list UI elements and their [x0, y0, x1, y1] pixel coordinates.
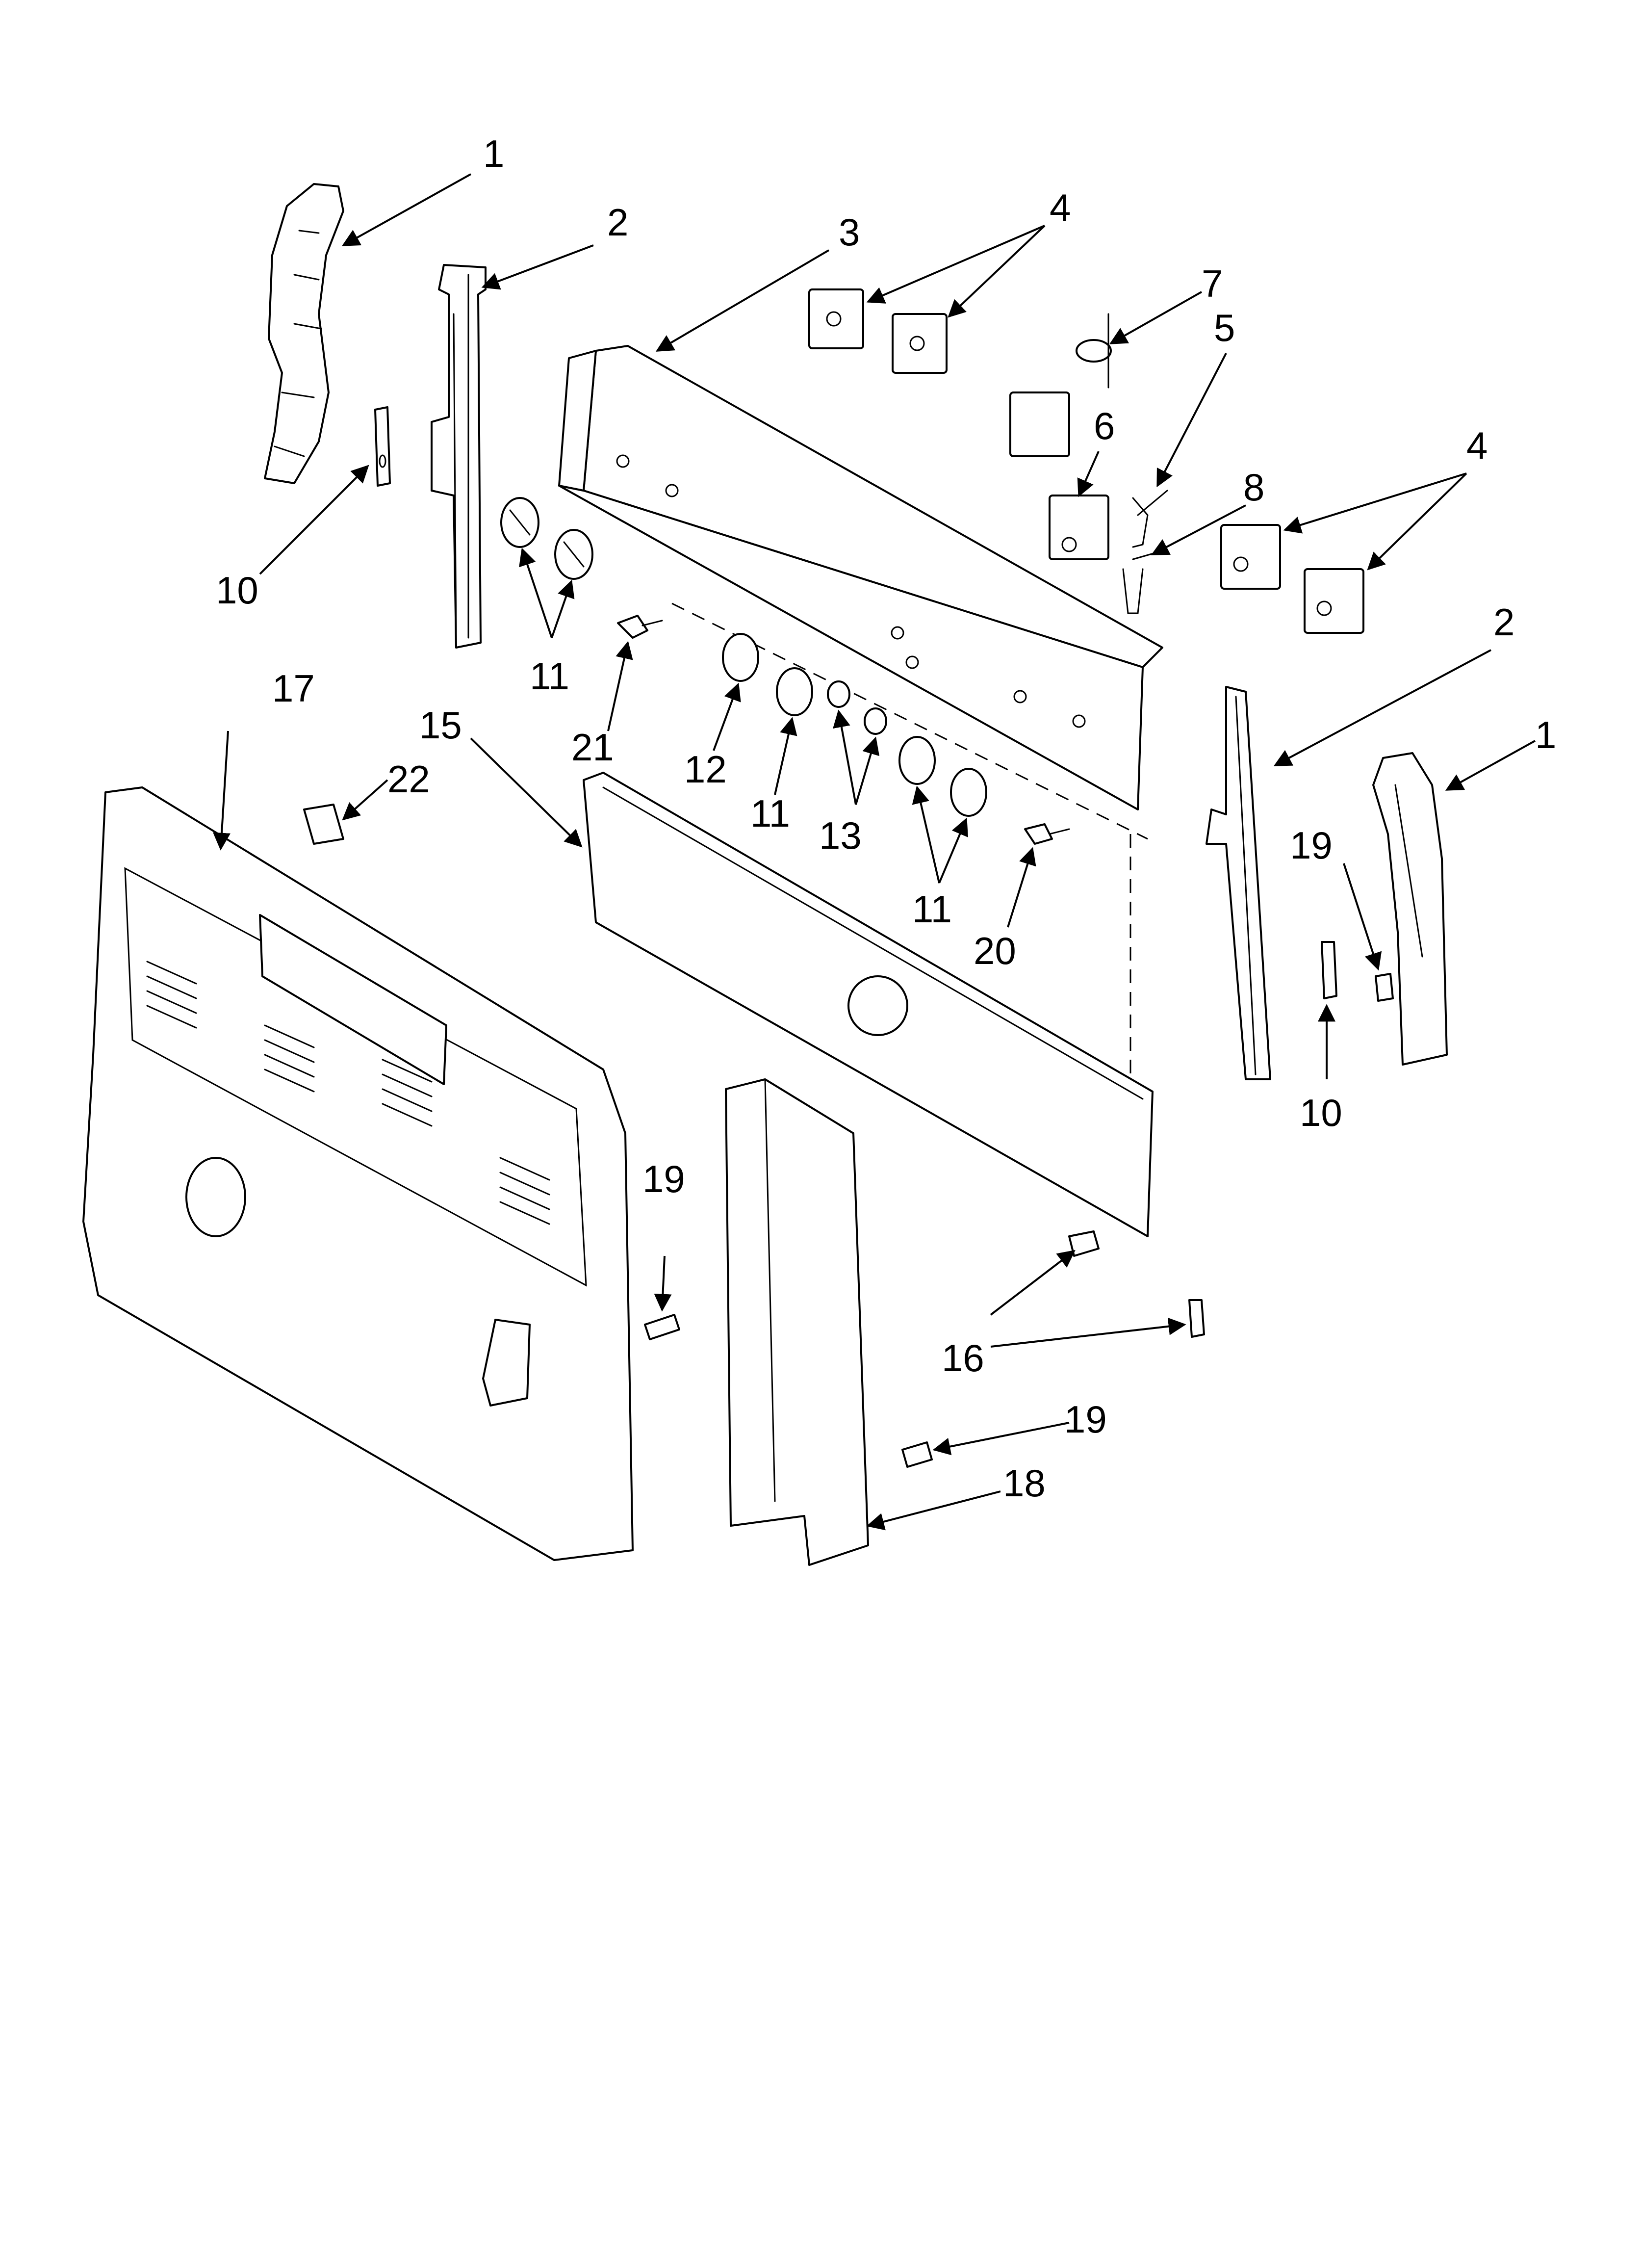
screw-16-a: [1068, 1230, 1100, 1257]
wire-harness-5: [1132, 490, 1168, 548]
clip-right: [1321, 941, 1337, 999]
callout-19a: 19: [1290, 824, 1333, 867]
callout-19c: 19: [1064, 1398, 1107, 1441]
callout-11b: 11: [750, 792, 790, 835]
button-13-b: [864, 707, 887, 735]
knob-11-c: [776, 667, 813, 716]
callout-3: 3: [839, 210, 860, 254]
callout-6: 6: [1094, 404, 1115, 447]
end-bracket-left: [431, 264, 487, 649]
switch-upper-left: [808, 288, 864, 349]
switch-6: [1049, 495, 1109, 560]
screw-21: [617, 615, 663, 639]
callout-16: 16: [942, 1336, 984, 1380]
side-trim-right: [1372, 752, 1448, 1066]
callout-4b: 4: [1466, 424, 1488, 467]
callout-labels: 1 2 3 4 7 5 6 8 4 10 11 2 1 17 15 22 21 …: [216, 132, 1556, 1505]
callout-11c: 11: [912, 887, 952, 931]
control-panel: [558, 345, 1163, 840]
callout-10: 10: [216, 569, 258, 612]
switch-lower-left: [1220, 524, 1281, 590]
callout-7: 7: [1202, 262, 1223, 305]
callout-12: 12: [684, 748, 727, 791]
end-bracket-right: [1206, 686, 1271, 1080]
channel-18: [725, 1078, 869, 1566]
switch-upper-right: [892, 313, 948, 374]
callout-2: 2: [607, 201, 628, 244]
callout-19b: 19: [642, 1157, 685, 1200]
wire-harness-8: [1122, 548, 1168, 614]
screw-19-mid: [644, 1314, 680, 1340]
callout-18: 18: [1003, 1461, 1046, 1505]
callout-17: 17: [272, 667, 315, 710]
callout-5: 5: [1214, 306, 1235, 349]
side-trim-left: [264, 183, 344, 484]
knob-11-a: [500, 497, 539, 548]
screw-20: [1024, 823, 1070, 845]
screw-19-right: [1375, 973, 1394, 1002]
screw-16-b: [1188, 1299, 1205, 1338]
knob-12: [722, 633, 759, 682]
knob-11-b: [554, 529, 593, 580]
callout-1: 1: [483, 132, 504, 175]
callout-21: 21: [571, 726, 614, 769]
callout-22: 22: [387, 757, 430, 801]
clip-left: [374, 406, 391, 487]
callout-10b: 10: [1300, 1091, 1342, 1134]
callout-13: 13: [819, 814, 862, 857]
switch-middle: [1009, 391, 1070, 457]
switch-lower-right: [1304, 568, 1364, 634]
callout-15: 15: [419, 704, 462, 747]
screw-19-lower: [901, 1441, 933, 1468]
callout-2b: 2: [1493, 600, 1514, 644]
knob-11-e: [950, 768, 987, 817]
leader-lines: [213, 173, 1536, 1531]
callout-1b: 1: [1535, 713, 1556, 756]
callout-11a: 11: [530, 654, 569, 698]
back-panel-17: [82, 786, 634, 1561]
button-13-a: [827, 680, 850, 708]
knob-11-d: [898, 736, 936, 785]
clip-22: [303, 804, 344, 845]
callout-20: 20: [974, 929, 1016, 972]
callout-8: 8: [1243, 466, 1264, 509]
vent-group: [146, 961, 550, 1225]
panel-15: [583, 772, 1154, 1237]
callout-4: 4: [1050, 186, 1071, 229]
ring-7: [1076, 313, 1112, 389]
